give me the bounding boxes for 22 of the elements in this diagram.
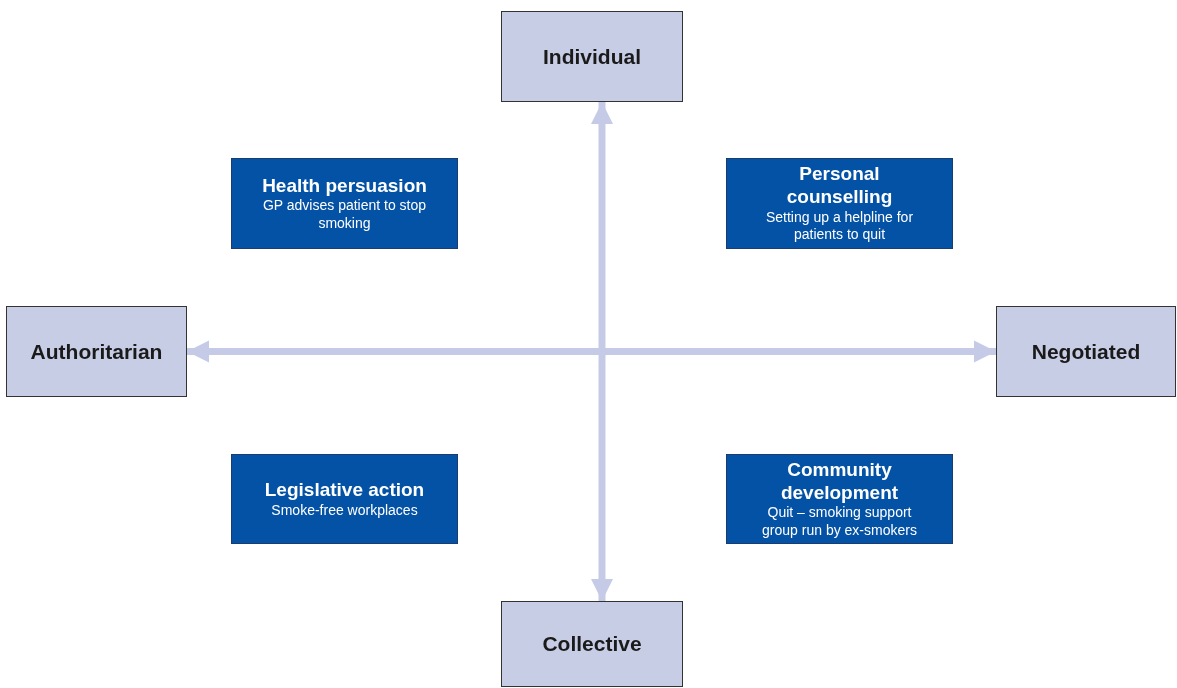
box-heading: Negotiated: [1031, 338, 1141, 365]
double-headed-arrow: [187, 340, 996, 363]
quadrant-box: [726, 158, 953, 249]
box-heading: Legislative action: [264, 478, 425, 502]
quadrant-box: [726, 454, 953, 544]
quadrant-box: [231, 158, 458, 249]
axis-label-box: [501, 11, 683, 102]
box-description: Setting up a helpline for patients to quit: [764, 208, 915, 244]
axis-label-box: [501, 601, 683, 687]
box-heading: Personal counselling: [785, 163, 894, 209]
box-heading: Collective: [542, 631, 642, 657]
box-description: GP advises patient to stop smoking: [261, 197, 428, 233]
box-heading: Health persuasion: [262, 174, 427, 198]
double-headed-arrow: [590, 102, 614, 601]
box-heading: Community development: [779, 458, 900, 505]
box-description: Quit – smoking support group run by ex-smokers: [761, 504, 918, 540]
box-heading: Individual: [543, 43, 641, 70]
box-heading: Authoritarian: [30, 338, 163, 365]
quadrant-box: [231, 454, 458, 544]
axis-label-box: [6, 306, 187, 397]
axis-label-box: [996, 306, 1176, 397]
box-description: Smoke-free workplaces: [271, 501, 418, 520]
